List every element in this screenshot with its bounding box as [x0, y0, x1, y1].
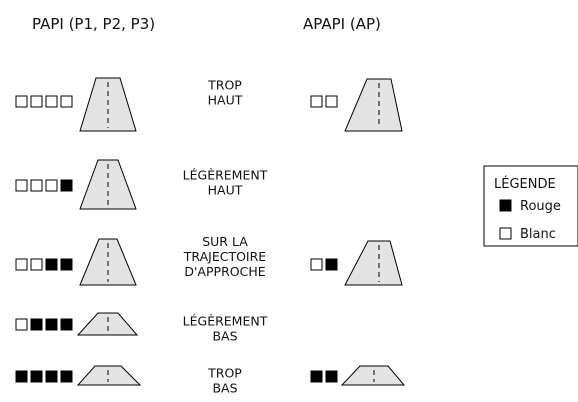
- row-label-line: LÉGÈREMENT: [183, 314, 268, 329]
- papi-light-white: [15, 179, 28, 192]
- papi-light-red: [45, 370, 58, 383]
- papi-light-red: [60, 179, 73, 192]
- apapi-light-white: [325, 95, 338, 108]
- papi-light-white: [60, 95, 73, 108]
- apapi-light-red: [325, 258, 338, 271]
- legend: LÉGENDE Rouge Blanc: [483, 165, 578, 247]
- row-label-line: HAUT: [208, 183, 243, 198]
- row-label-line: BAS: [212, 329, 237, 344]
- apapi-header: APAPI (AP): [303, 15, 381, 33]
- papi-light-red: [45, 258, 58, 271]
- row-label-line: TRAJECTOIRE: [183, 249, 267, 264]
- papi-light-red: [60, 318, 73, 331]
- papi-header: PAPI (P1, P2, P3): [32, 15, 155, 33]
- apapi-light-white: [310, 258, 323, 271]
- legend-white-swatch: [499, 227, 512, 240]
- apapi-runway-high: [344, 78, 403, 132]
- row-label-line: BAS: [212, 381, 237, 396]
- legend-red-label: Rouge: [520, 199, 561, 214]
- row-label-line: TROP: [207, 78, 242, 93]
- papi-light-red: [45, 318, 58, 331]
- row-label-line: SUR LA: [202, 234, 248, 249]
- papi-light-white: [30, 179, 43, 192]
- papi-light-red: [30, 318, 43, 331]
- papi-light-white: [30, 258, 43, 271]
- papi-light-white: [30, 95, 43, 108]
- papi-light-red: [60, 370, 73, 383]
- papi-light-white: [15, 258, 28, 271]
- papi-light-white: [15, 95, 28, 108]
- papi-light-red: [30, 370, 43, 383]
- papi-light-white: [45, 95, 58, 108]
- row-label-line: D'APPROCHE: [184, 264, 265, 279]
- papi-runway-low: [76, 365, 142, 386]
- papi-light-white: [45, 179, 58, 192]
- legend-title: LÉGENDE: [494, 176, 556, 192]
- row-label-line: LÉGÈREMENT: [183, 168, 268, 183]
- papi-light-red: [15, 370, 28, 383]
- apapi-light-red: [325, 370, 338, 383]
- papi-light-white: [15, 318, 28, 331]
- apapi-runway-low: [340, 365, 406, 386]
- papi-runway-slightly-low: [76, 312, 139, 336]
- papi-light-red: [60, 258, 73, 271]
- apapi-runway-on-path: [344, 240, 403, 286]
- apapi-light-white: [310, 95, 323, 108]
- apapi-light-red: [310, 370, 323, 383]
- legend-red-swatch: [499, 199, 512, 212]
- row-label-line: TROP: [207, 366, 242, 381]
- row-label-line: HAUT: [208, 93, 243, 108]
- legend-white-label: Blanc: [520, 227, 556, 242]
